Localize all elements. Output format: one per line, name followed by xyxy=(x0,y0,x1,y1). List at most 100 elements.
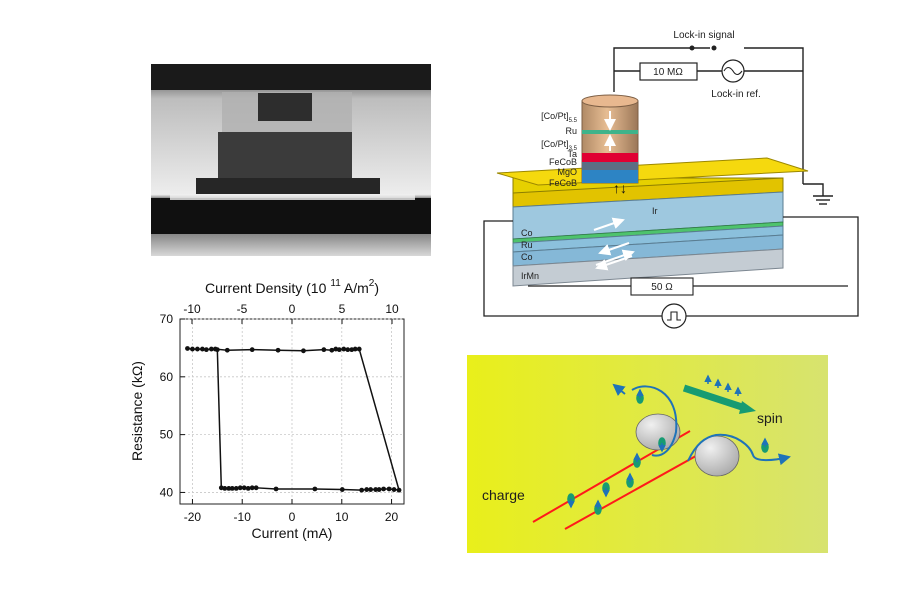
co-magnetization-arrow-1 xyxy=(593,217,625,231)
data-point xyxy=(368,487,374,492)
data-point xyxy=(273,486,279,492)
data-point xyxy=(224,347,230,353)
data-point xyxy=(349,347,355,353)
top-tick-label: -5 xyxy=(237,302,248,316)
lockin-wire-right xyxy=(744,47,804,184)
irmn-arrow-left xyxy=(595,255,633,271)
data-point xyxy=(329,347,335,353)
data-point xyxy=(249,485,255,491)
data-point xyxy=(229,485,235,491)
data-point xyxy=(253,485,259,491)
spin-up-icon xyxy=(633,452,641,468)
data-point xyxy=(241,485,247,491)
data-point xyxy=(208,346,214,352)
co-magnetization-arrow-2 xyxy=(598,242,630,256)
spin-charge-schematic: spin charge xyxy=(467,355,828,553)
base-layer-ir: Ir xyxy=(652,206,658,216)
data-point xyxy=(275,347,281,353)
data-point xyxy=(301,348,306,354)
lockin-ref-label: Lock-in ref. xyxy=(711,89,760,100)
data-point xyxy=(190,346,195,352)
device-schematic: Lock-in signal 10 MΩ Lock-in ref. Ir Co … xyxy=(483,30,859,329)
data-point xyxy=(249,347,255,353)
x-tick-label: -20 xyxy=(184,510,202,524)
base-layer-co-2: Co xyxy=(521,252,533,262)
pillar-layer-fecob-bottom: FeCoB xyxy=(549,178,577,188)
data-point xyxy=(195,346,200,352)
y-tick-label: 60 xyxy=(160,370,174,384)
resistor-50-label: 50 Ω xyxy=(651,282,673,293)
data-point xyxy=(312,486,318,492)
base-layer-ru: Ru xyxy=(521,240,533,250)
y-tick-label: 50 xyxy=(160,428,174,442)
yellow-panel xyxy=(467,355,828,553)
y-axis-ticks: 40 50 60 70 xyxy=(160,312,185,499)
lockin-terminal-left xyxy=(689,45,695,51)
data-point xyxy=(373,487,379,492)
spin-up-icon xyxy=(594,499,602,515)
y-axis-label: Resistance (kΩ) xyxy=(129,361,145,461)
spin-up-icon xyxy=(761,437,769,453)
data-point xyxy=(341,346,347,352)
resistor-50 xyxy=(630,277,694,296)
pulse-source-icon xyxy=(661,303,687,329)
spin-up-icon xyxy=(636,388,644,404)
spin-up-icon xyxy=(626,472,634,488)
lockin-wire-left xyxy=(613,47,710,92)
top-tick-label: -10 xyxy=(183,302,201,316)
y-tick-label: 70 xyxy=(160,312,174,326)
spin-up-icon xyxy=(658,437,666,453)
data-point xyxy=(237,485,243,491)
data-point xyxy=(226,485,232,491)
resistor-10M-label: 10 MΩ xyxy=(653,67,683,78)
data-point xyxy=(212,346,218,352)
spin-path-1 xyxy=(631,385,678,457)
spin-icons xyxy=(567,374,769,515)
pillar-layer-fecob-top: FeCoB xyxy=(549,157,577,167)
x-tick-label: 0 xyxy=(289,510,296,524)
plot-grid xyxy=(180,318,404,504)
spin-current-arrow xyxy=(682,384,747,412)
x-axis-label: Current (mA) xyxy=(252,525,333,541)
y-tick-label: 40 xyxy=(160,485,174,499)
data-point xyxy=(364,487,370,492)
data-point xyxy=(222,485,228,491)
bottom-wire-left xyxy=(483,220,662,317)
bottom-wire-right xyxy=(686,216,859,317)
top-tick-label: 0 xyxy=(289,302,296,316)
fecob-bidirectional-arrow: ↑↓ xyxy=(613,180,627,196)
data-point xyxy=(200,346,205,352)
pillar-layer-ta: Ta xyxy=(567,149,577,159)
data-point xyxy=(321,347,327,353)
data-point xyxy=(381,486,386,492)
data-point xyxy=(339,487,345,492)
data-point xyxy=(356,346,362,352)
spin-up-icon xyxy=(602,482,610,498)
lockin-terminal-right xyxy=(711,45,717,51)
base-layer-irmn: IrMn xyxy=(521,271,539,281)
top-tick-label: 10 xyxy=(385,302,399,316)
data-point xyxy=(345,347,351,353)
nanoparticle-2 xyxy=(694,435,740,477)
spin-path-2 xyxy=(687,433,791,466)
data-point xyxy=(359,487,365,493)
pillar-layer-mgo: MgO xyxy=(557,167,577,177)
x-tick-label: 10 xyxy=(335,510,349,524)
pillar-layer-ru: Ru xyxy=(565,126,577,136)
data-point xyxy=(386,486,392,492)
data-points xyxy=(185,346,402,493)
data-point xyxy=(245,485,251,491)
lockin-signal-label: Lock-in signal xyxy=(673,30,734,41)
x-tick-label: -10 xyxy=(234,510,252,524)
nanoparticle-1 xyxy=(635,413,681,451)
charge-label: charge xyxy=(482,487,525,503)
data-point xyxy=(391,487,397,492)
spin-up-icon xyxy=(567,493,575,509)
spin-label: spin xyxy=(757,410,783,426)
pillar-layer-copt-35: [Co/Pt]3.5 xyxy=(541,139,578,152)
